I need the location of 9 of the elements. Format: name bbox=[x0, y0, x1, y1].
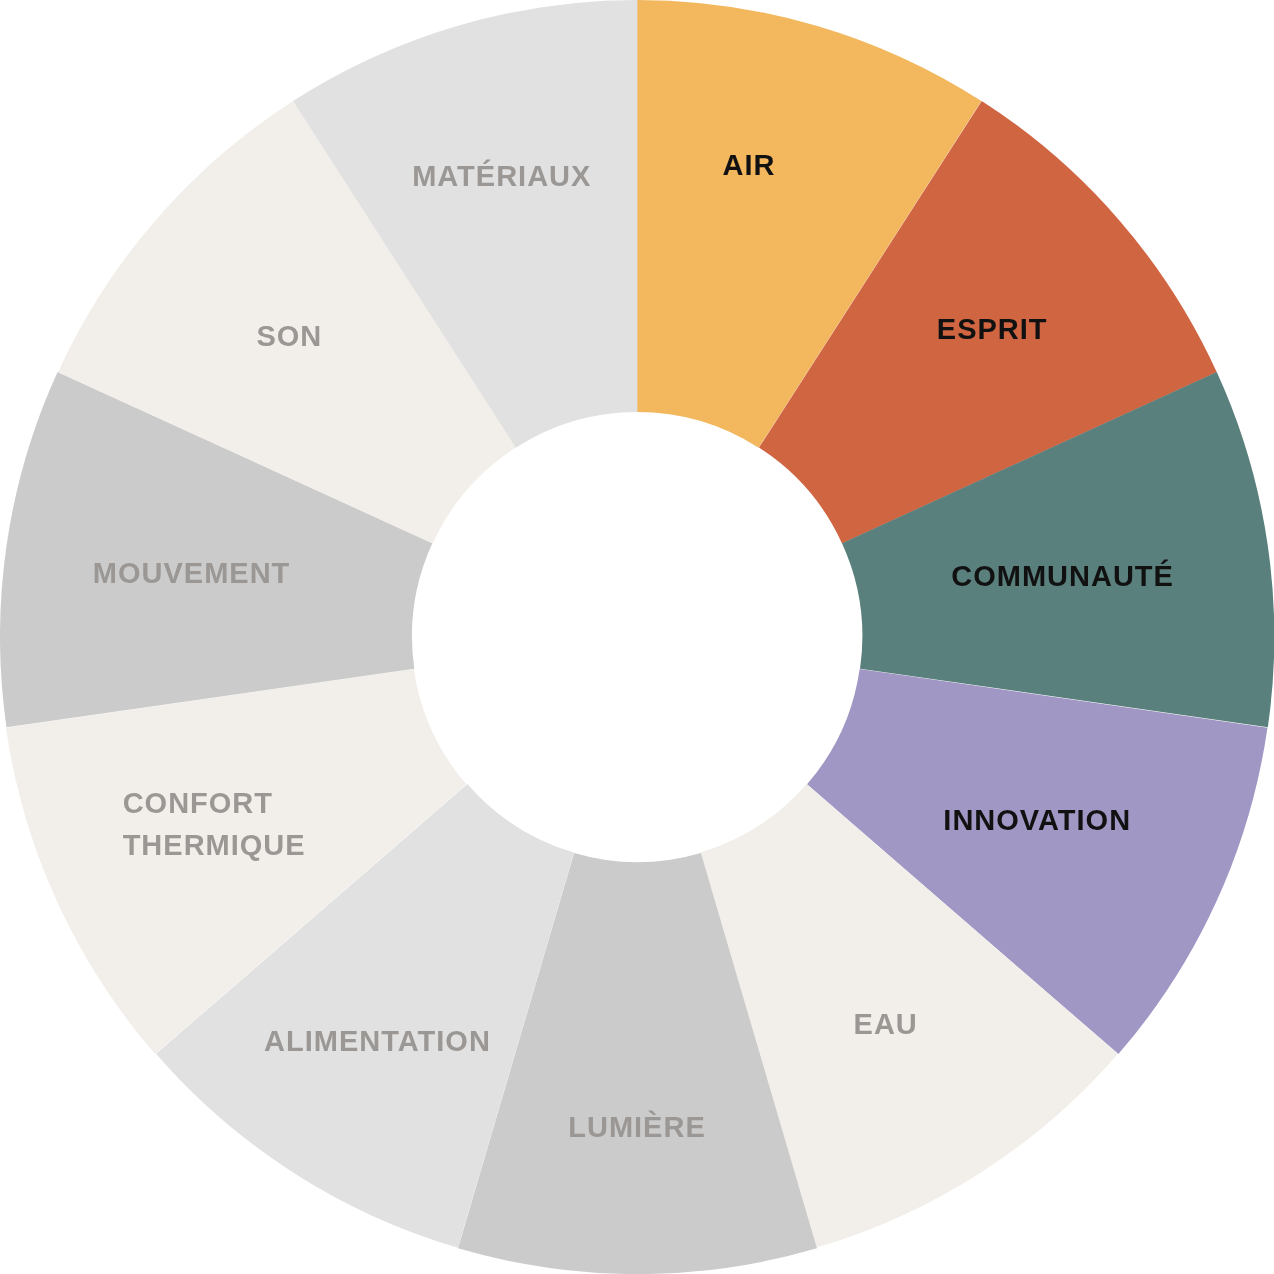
segment-label: INNOVATION bbox=[943, 802, 1132, 838]
segment-label: MATÉRIAUX bbox=[412, 158, 592, 195]
segment-label: COMMUNAUTÉ bbox=[951, 558, 1174, 594]
segment-label: CONFORT THERMIQUE bbox=[122, 785, 307, 863]
segment-label: ALIMENTATION bbox=[264, 1023, 491, 1059]
segment-label: AIR bbox=[722, 148, 776, 184]
segment-label: ESPRIT bbox=[936, 312, 1048, 348]
segment-label: SON bbox=[256, 318, 323, 354]
segment-label: EAU bbox=[853, 1006, 918, 1042]
